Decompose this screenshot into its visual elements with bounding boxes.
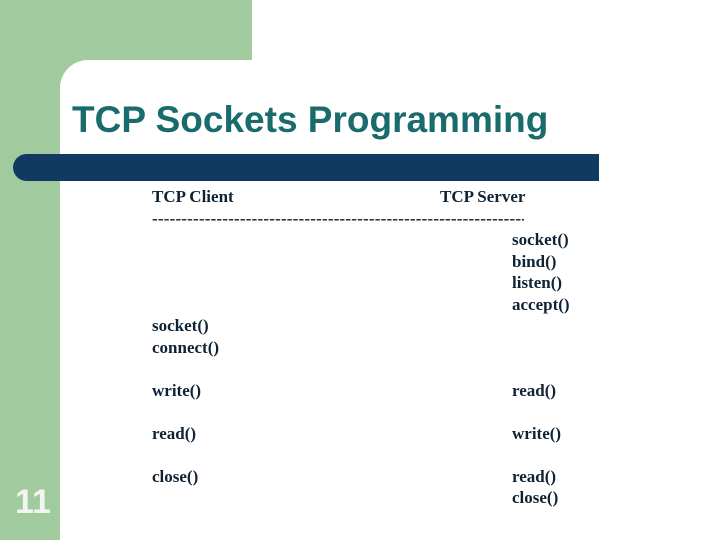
diagram-row: socket() <box>152 229 612 251</box>
title-accent-bar <box>13 154 599 181</box>
diagram-row: accept() <box>152 294 612 316</box>
client-call: read() <box>152 423 197 443</box>
diagram-header-row: TCP Client TCP Server <box>152 186 612 208</box>
client-call: socket() <box>152 316 209 335</box>
page-number: 11 <box>15 483 51 521</box>
diagram-row <box>152 444 612 466</box>
diagram-row: bind() <box>152 251 612 273</box>
diagram-row: close() <box>152 487 612 509</box>
client-call: close() <box>152 466 199 486</box>
diagram-row <box>152 401 612 423</box>
diagram-row: close() read() <box>152 466 612 488</box>
server-call: read() <box>512 380 557 400</box>
content-panel <box>60 60 720 540</box>
diagram-row: listen() <box>152 272 612 294</box>
diagram-row: read() write() <box>152 423 612 445</box>
diagram-row <box>152 358 612 380</box>
green-sidebar-strip <box>0 0 60 540</box>
server-call: write() <box>512 423 562 443</box>
server-call: listen() <box>512 273 563 292</box>
tcp-call-flow-diagram: TCP Client TCP Server ------------------… <box>152 186 612 509</box>
server-column-label: TCP Server <box>440 187 526 206</box>
diagram-row: write() read() <box>152 380 612 402</box>
client-call: connect() <box>152 337 220 357</box>
server-call: close() <box>512 488 559 507</box>
server-call: read() <box>512 466 557 486</box>
client-column-label: TCP Client <box>152 187 234 206</box>
diagram-row: socket() <box>152 315 612 337</box>
server-call: bind() <box>512 251 557 271</box>
server-call: socket() <box>512 230 569 249</box>
client-call: write() <box>152 380 202 400</box>
diagram-divider-line: ----------------------------------------… <box>152 208 524 228</box>
server-call: accept() <box>512 294 570 314</box>
slide-title: TCP Sockets Programming <box>72 99 549 140</box>
diagram-row: connect() <box>152 337 612 359</box>
